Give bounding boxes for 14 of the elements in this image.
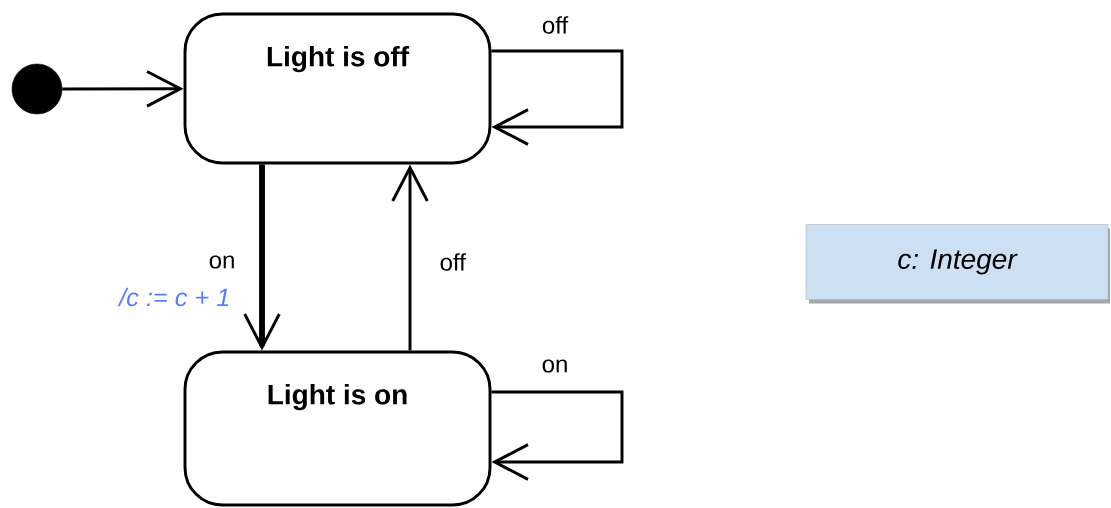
- transition-arrow: [491, 49, 624, 146]
- edge-label: on: [209, 255, 234, 269]
- state-box: Light is off: [183, 12, 492, 165]
- edge-label: off: [440, 253, 466, 271]
- transition-arrow: [491, 390, 624, 481]
- attribute-box: c: Integer: [805, 224, 1109, 300]
- transition-arrow: [243, 164, 281, 351]
- edge-label: off: [542, 16, 569, 34]
- initial-state-dot: [11, 63, 63, 115]
- state-box: Light is on: [183, 350, 492, 507]
- action-label: /c := c + 1: [117, 287, 229, 307]
- transition-arrow: [62, 70, 184, 108]
- edge-label: on: [542, 359, 567, 373]
- transition-arrow: [391, 164, 429, 351]
